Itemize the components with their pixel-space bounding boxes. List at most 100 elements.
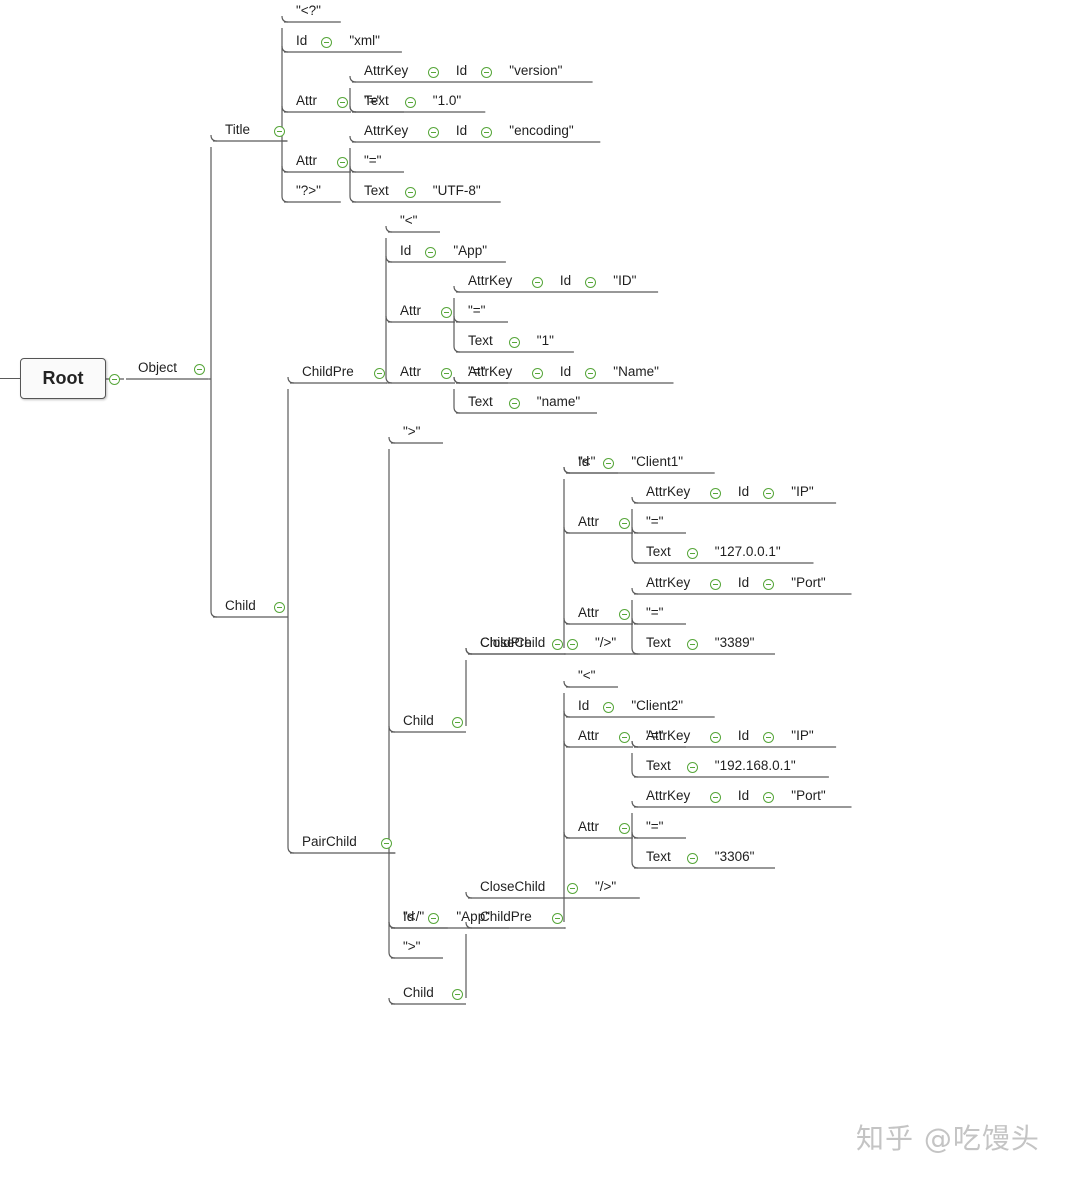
id-node[interactable]: Id [296, 33, 308, 48]
attr-collapse-icon[interactable] [618, 823, 630, 834]
token-node[interactable]: "=" [646, 819, 664, 834]
attr-node[interactable]: Attr [296, 153, 318, 168]
app-node[interactable]: "App" [456, 909, 490, 924]
attr-collapse-icon[interactable] [440, 368, 452, 379]
attrkey-node[interactable]: AttrKey [646, 728, 691, 743]
attrkey-node[interactable]: AttrKey [364, 123, 409, 138]
childpre-node[interactable]: ChildPre [480, 909, 532, 924]
token-node[interactable]: "=" [646, 728, 664, 743]
id-collapse-icon[interactable] [481, 127, 493, 138]
attrkey-collapse-icon[interactable] [709, 488, 721, 499]
id-node[interactable]: Id [559, 364, 572, 379]
token-node[interactable]: "?>" [296, 183, 321, 198]
xml-node[interactable]: "xml" [349, 33, 380, 48]
id-node[interactable]: Id [559, 273, 572, 288]
token-node[interactable]: ">" [403, 939, 421, 954]
closechild-collapse-icon[interactable] [567, 639, 578, 650]
192-168-0-1-node[interactable]: "192.168.0.1" [714, 758, 796, 773]
childpre-node[interactable]: ChildPre [480, 635, 532, 650]
attrkey-collapse-icon[interactable] [427, 67, 439, 78]
attr-node[interactable]: Attr [400, 303, 422, 318]
attrkey-node[interactable]: AttrKey [364, 63, 409, 78]
attr-collapse-icon[interactable] [440, 307, 452, 318]
encoding-node[interactable]: "encoding" [509, 123, 574, 138]
child-node[interactable]: Child [225, 598, 256, 613]
attr-collapse-icon[interactable] [618, 609, 630, 620]
id-node[interactable]: Id [455, 123, 468, 138]
attr-collapse-icon[interactable] [618, 732, 630, 743]
text-collapse-icon[interactable] [686, 548, 698, 559]
token-node[interactable]: "=" [646, 605, 664, 620]
childpre-collapse-icon[interactable] [551, 913, 563, 924]
closechild-node[interactable]: CloseChild [480, 635, 546, 650]
attrkey-collapse-icon[interactable] [709, 579, 721, 590]
attrkey-node[interactable]: AttrKey [646, 484, 691, 499]
1-0-node[interactable]: "1.0" [432, 93, 462, 108]
pairchild-collapse-icon[interactable] [381, 838, 393, 849]
text-node[interactable]: Text [364, 183, 389, 198]
attrkey-collapse-icon[interactable] [427, 127, 439, 138]
text-collapse-icon[interactable] [508, 398, 520, 409]
id-collapse-icon[interactable] [603, 702, 615, 713]
id-node[interactable]: Id [737, 788, 750, 803]
token-node[interactable]: "<" [400, 213, 418, 228]
closechild-collapse-icon[interactable] [567, 883, 578, 894]
id-node[interactable]: Id [737, 484, 750, 499]
text-collapse-icon[interactable] [508, 337, 520, 348]
attrkey-collapse-icon[interactable] [531, 368, 543, 379]
id-collapse-icon[interactable] [763, 732, 775, 743]
token-node[interactable]: "=" [364, 93, 382, 108]
id-collapse-icon[interactable] [763, 488, 775, 499]
text-node[interactable]: Text [364, 93, 389, 108]
root-node[interactable]: Root [20, 358, 106, 399]
object-node[interactable]: Object [138, 360, 178, 375]
id-node[interactable]: Id [578, 698, 590, 713]
text-node[interactable]: Text [646, 544, 671, 559]
id-node[interactable]: Id [400, 243, 412, 258]
childpre-node[interactable]: ChildPre [302, 364, 354, 379]
3306-node[interactable]: "3306" [714, 849, 755, 864]
id-collapse-icon[interactable] [425, 247, 437, 258]
127-0-0-1-node[interactable]: "127.0.0.1" [714, 544, 781, 559]
token-node[interactable]: "<?" [296, 3, 321, 18]
ip-node[interactable]: "IP" [791, 484, 814, 499]
title-collapse-icon[interactable] [273, 126, 285, 137]
text-node[interactable]: Text [646, 849, 671, 864]
id-node[interactable]: Id [455, 63, 468, 78]
ip-node[interactable]: "IP" [791, 728, 814, 743]
token-node[interactable]: "<" [578, 668, 596, 683]
version-node[interactable]: "version" [509, 63, 563, 78]
childpre-collapse-icon[interactable] [551, 639, 563, 650]
token-node[interactable]: "=" [468, 303, 486, 318]
closechild-node[interactable]: CloseChild [480, 879, 546, 894]
text-node[interactable]: Text [468, 394, 493, 409]
id-collapse-icon[interactable] [428, 913, 440, 924]
id-node[interactable]: Id [737, 575, 750, 590]
attr-node[interactable]: Attr [578, 819, 600, 834]
client2-node[interactable]: "Client2" [631, 698, 683, 713]
attr-collapse-icon[interactable] [618, 518, 630, 529]
id-node[interactable]: Id [403, 909, 415, 924]
attr-node[interactable]: Attr [578, 514, 600, 529]
token-node[interactable]: "=" [646, 514, 664, 529]
attrkey-node[interactable]: AttrKey [646, 575, 691, 590]
id-collapse-icon[interactable] [321, 37, 333, 48]
text-collapse-icon[interactable] [686, 762, 698, 773]
attrkey-collapse-icon[interactable] [531, 277, 543, 288]
childpre-collapse-icon[interactable] [373, 368, 385, 379]
root-collapse-icon[interactable] [109, 374, 120, 385]
id-node[interactable]: "ID" [613, 273, 637, 288]
token-node[interactable]: "<" [578, 454, 596, 469]
id-collapse-icon[interactable] [585, 277, 597, 288]
attr-node[interactable]: Attr [578, 728, 600, 743]
attr-collapse-icon[interactable] [336, 97, 348, 108]
pairchild-node[interactable]: PairChild [302, 834, 357, 849]
name-node[interactable]: "name" [536, 394, 581, 409]
port-node[interactable]: "Port" [791, 788, 826, 803]
text-collapse-icon[interactable] [686, 853, 698, 864]
token-node[interactable]: "/>" [595, 879, 617, 894]
attr-node[interactable]: Attr [296, 93, 318, 108]
attrkey-node[interactable]: AttrKey [646, 788, 691, 803]
id-collapse-icon[interactable] [603, 458, 615, 469]
text-node[interactable]: Text [468, 333, 493, 348]
